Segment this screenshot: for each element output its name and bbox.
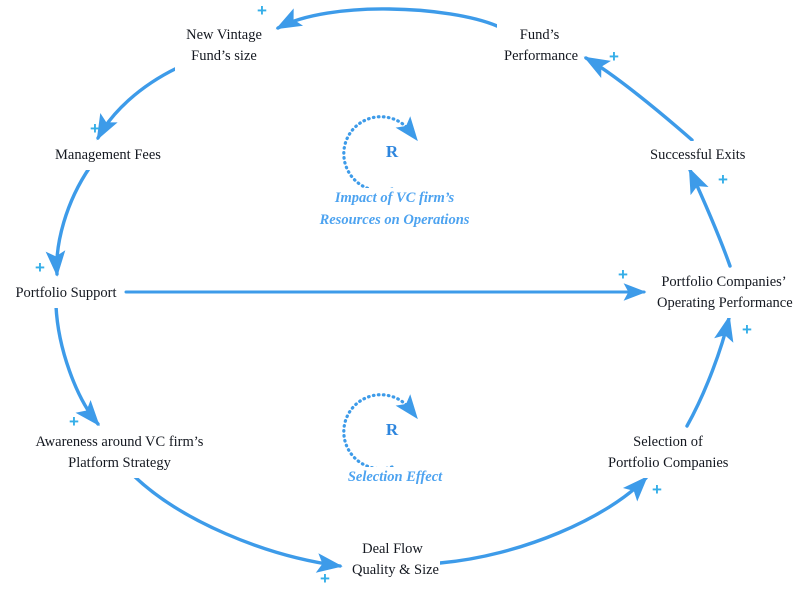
polarity-sign-successful-exits-to-performance: +: [609, 47, 619, 66]
polarity-sign-support-to-operating-performance: +: [618, 265, 628, 284]
loop-caption-line: Resources on Operations: [319, 211, 470, 228]
node-line: Fund’s size: [191, 48, 257, 65]
polarity-sign-performance-to-fundsize: +: [257, 1, 267, 20]
node-awareness-platform-strategy[interactable]: Awareness around VC firm’s Platform Stra…: [28, 428, 211, 479]
edge-portfolio-support-to-awareness: [54, 304, 100, 427]
node-successful-exits[interactable]: Successful Exits: [643, 141, 749, 171]
loop-caption-selection-effect: Selection Effect: [331, 467, 459, 489]
node-funds-performance[interactable]: Fund’s Performance: [497, 21, 582, 72]
node-selection-of-portfolio-companies[interactable]: Selection of Portfolio Companies: [601, 428, 735, 479]
polarity-sign-deal-flow-to-selection: +: [652, 480, 662, 499]
loop-polarity-text: R: [379, 419, 405, 441]
polarity-sign-support-to-awareness: +: [69, 412, 79, 431]
node-line: Successful Exits: [650, 147, 746, 163]
node-portfolio-support[interactable]: Portfolio Support: [8, 279, 124, 309]
polarity-sign-fundsize-to-management-fees: +: [90, 119, 100, 138]
node-line: Performance: [504, 48, 579, 65]
edge-successful-exits-to-funds-performance: [583, 56, 694, 142]
edge-deal-flow-to-selection: [438, 476, 648, 565]
node-line: Management Fees: [55, 147, 161, 163]
node-line: New Vintage: [186, 27, 262, 43]
edge-fundsize-to-management-fees: [96, 66, 179, 141]
node-line: Platform Strategy: [68, 455, 171, 472]
loop-marker-resources-on-operations: R: [355, 115, 429, 189]
edge-management-fees-to-portfolio-support: [45, 165, 92, 277]
loop-polarity-label: R: [355, 393, 429, 467]
loop-caption-line: Impact of VC firm’s: [334, 190, 455, 206]
loop-caption-resources-on-operations: Impact of VC firm’s Resources on Operati…: [297, 188, 492, 232]
polarity-sign-operating-performance-to-exits: +: [718, 170, 728, 189]
node-line: Deal Flow: [362, 541, 423, 557]
node-line: Portfolio Support: [15, 285, 117, 301]
polarity-sign-management-fees-to-support: +: [35, 258, 45, 277]
loop-polarity-label: R: [355, 115, 429, 189]
loop-caption-line: Selection Effect: [347, 469, 443, 485]
node-new-vintage-fund-size[interactable]: New Vintage Fund’s size: [175, 21, 273, 72]
node-management-fees[interactable]: Management Fees: [48, 141, 165, 171]
node-line: Quality & Size: [352, 562, 439, 579]
node-line: Fund’s: [519, 27, 560, 43]
edge-awareness-to-deal-flow: [132, 474, 343, 573]
node-portfolio-companies-operating-performance[interactable]: Portfolio Companies’ Operating Performan…: [650, 268, 798, 319]
node-line: Operating Performance: [657, 295, 793, 312]
node-line: Awareness around VC firm’s: [35, 434, 204, 450]
edge-selection-to-operating-performance: [685, 315, 734, 428]
node-line: Portfolio Companies’: [661, 274, 787, 290]
polarity-sign-awareness-to-deal-flow: +: [320, 569, 330, 588]
loop-polarity-text: R: [379, 141, 405, 163]
loop-marker-selection-effect: R: [355, 393, 429, 467]
node-deal-flow-quality-size[interactable]: Deal Flow Quality & Size: [345, 535, 440, 586]
node-line: Portfolio Companies: [608, 455, 729, 472]
node-line: Selection of: [633, 434, 703, 450]
edge-performance-to-fundsize: [275, 7, 499, 30]
polarity-sign-selection-to-operating-performance: +: [742, 320, 752, 339]
